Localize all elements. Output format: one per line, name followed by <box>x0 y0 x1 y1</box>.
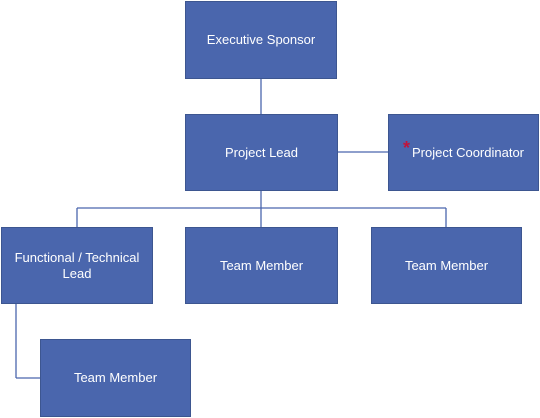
team-member-box: Team Member <box>371 227 522 304</box>
team-member-label: Team Member <box>404 257 489 273</box>
team-member-box: Team Member <box>185 227 338 304</box>
project-lead-box: Project Lead <box>185 114 338 191</box>
team-member-label: Team Member <box>219 257 304 273</box>
executive-sponsor-box: Executive Sponsor <box>185 1 337 79</box>
project-coordinator-label: Project Coordinator <box>412 144 524 160</box>
executive-sponsor-label: Executive Sponsor <box>206 32 316 47</box>
functional-technical-lead-label: Functional / Technical Lead <box>14 249 140 281</box>
project-coordinator-box: * Project Coordinator <box>388 114 539 191</box>
project-lead-label: Project Lead <box>225 144 298 160</box>
team-member-box: Team Member <box>40 339 191 417</box>
functional-technical-lead-box: Functional / Technical Lead <box>1 227 153 304</box>
coordinator-asterisk-marker: * <box>402 137 410 158</box>
connector-group <box>15 78 447 379</box>
team-member-label: Team Member <box>73 370 158 385</box>
